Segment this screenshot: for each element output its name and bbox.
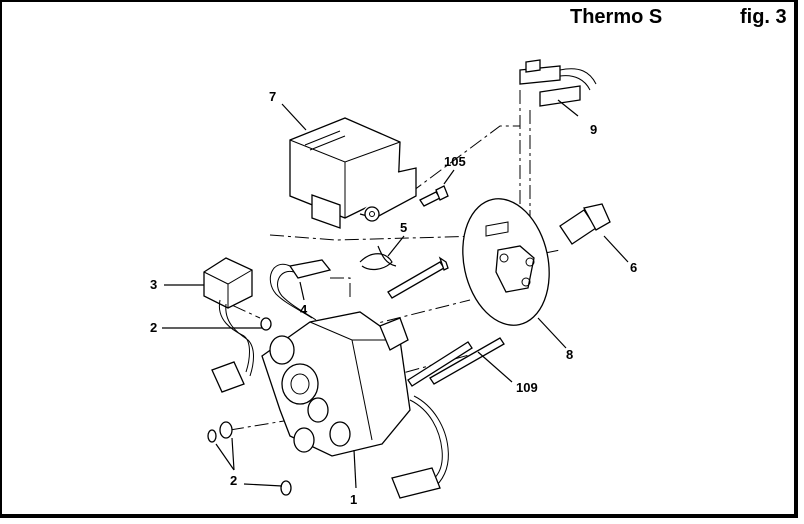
diagram-title: Thermo S <box>570 6 663 28</box>
callout-1: 1 <box>350 492 357 507</box>
callout-5: 5 <box>400 220 407 235</box>
part-7-control-unit <box>289 117 417 229</box>
callout-2-upper: 2 <box>150 320 157 335</box>
callout-2-lower: 2 <box>230 473 237 488</box>
callout-7: 7 <box>269 89 276 104</box>
part-9-sensor <box>519 59 597 107</box>
callout-109: 109 <box>516 380 538 395</box>
part-4-sensor <box>269 259 332 321</box>
part-1-housing <box>261 311 449 499</box>
callout-105: 105 <box>444 154 466 169</box>
callout-9: 9 <box>590 122 597 137</box>
part-3-switch <box>203 257 254 393</box>
part-5-clip <box>359 245 397 271</box>
bolts <box>387 256 505 387</box>
callout-4: 4 <box>300 302 308 317</box>
callout-6: 6 <box>630 260 637 275</box>
part-6-plug <box>559 203 611 245</box>
figure-number: fig. 3 <box>740 6 787 28</box>
callout-3: 3 <box>150 277 157 292</box>
part-8-gasket <box>462 198 550 326</box>
callout-labels: 7 9 105 5 6 3 4 2 8 109 2 1 <box>150 89 637 507</box>
part-105-screw <box>419 185 449 207</box>
callout-8: 8 <box>566 347 573 362</box>
part-2-washers <box>207 317 292 496</box>
leader-lines <box>162 99 629 489</box>
